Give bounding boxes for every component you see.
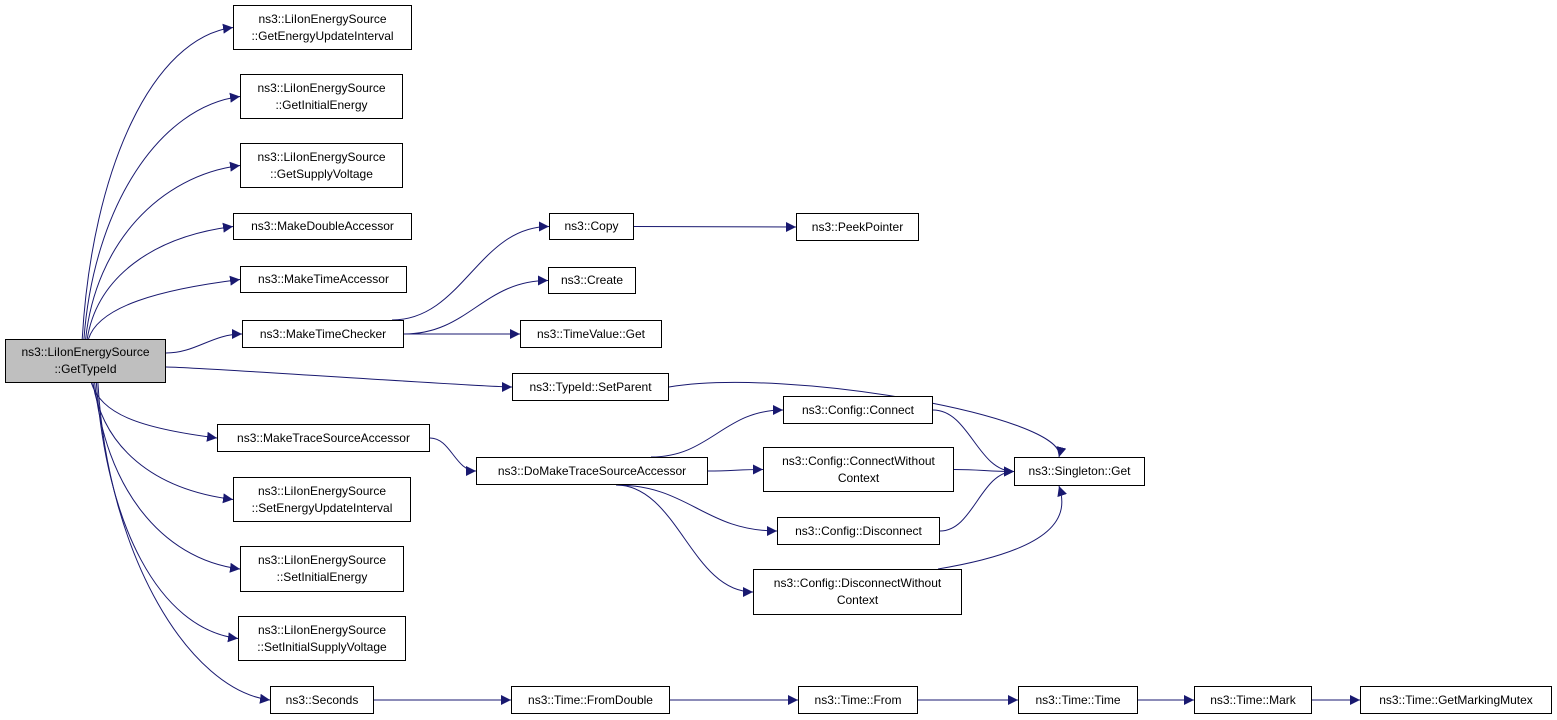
node-label-line: ns3::MakeTimeChecker — [259, 326, 387, 341]
node-copy[interactable]: ns3::Copy — [549, 213, 634, 240]
edge-root-to-get-energy-update-interval — [81, 23, 234, 340]
edge-root-to-make-time-accessor — [88, 275, 241, 340]
node-set-initial-energy[interactable]: ns3::LiIonEnergySource::SetInitialEnergy — [240, 546, 404, 592]
node-label-line: ns3::LiIonEnergySource — [257, 80, 386, 95]
node-label-line: ns3::Time::Mark — [1210, 692, 1296, 707]
node-label-line: ns3::Time::GetMarkingMutex — [1379, 692, 1533, 707]
edge-root-to-set-initial-supply-voltage — [95, 382, 239, 643]
node-label-line: ns3::MakeTraceSourceAccessor — [237, 430, 410, 445]
edge-root-to-typeid-setparent — [165, 366, 513, 392]
node-get-energy-update-interval[interactable]: ns3::LiIonEnergySource::GetEnergyUpdateI… — [233, 5, 412, 50]
node-label-line: ns3::TimeValue::Get — [536, 326, 646, 341]
node-get-initial-energy[interactable]: ns3::LiIonEnergySource::GetInitialEnergy — [240, 74, 403, 119]
node-label-line: ns3::Time::Time — [1035, 692, 1121, 707]
node-label-line: ::SetInitialSupplyVoltage — [257, 639, 387, 654]
node-label-line: ns3::LiIonEnergySource — [257, 483, 387, 498]
node-make-double-accessor[interactable]: ns3::MakeDoubleAccessor — [233, 213, 412, 240]
node-label-line: ns3::Config::DisconnectWithout — [773, 576, 942, 590]
edge-do-make-trace-source-accessor-to-config-connect-without-context — [707, 464, 764, 475]
edge-root-to-make-double-accessor — [86, 222, 234, 340]
edge-root-to-get-supply-voltage — [85, 161, 241, 340]
node-label-line: ns3::Config::Disconnect — [795, 523, 922, 538]
node-label-line: ns3::LiIonEnergySource — [257, 149, 386, 164]
node-label-line: ns3::Config::ConnectWithout — [782, 453, 935, 468]
node-set-initial-supply-voltage[interactable]: ns3::LiIonEnergySource::SetInitialSupply… — [238, 616, 406, 661]
node-label-line: ns3::LiIonEnergySource — [21, 345, 150, 359]
node-label-line: ns3::LiIonEnergySource — [257, 622, 387, 637]
edge-config-disconnect-without-context-to-singleton-get — [937, 485, 1067, 570]
node-make-time-accessor[interactable]: ns3::MakeTimeAccessor — [240, 266, 407, 293]
node-label-line: Context — [837, 470, 880, 485]
node-label-line: ns3::Create — [560, 273, 624, 287]
edge-make-time-checker-to-copy — [391, 221, 550, 321]
edge-root-to-get-initial-energy — [83, 92, 241, 340]
node-label-line: ns3::TypeId::SetParent — [529, 379, 652, 394]
node-create[interactable]: ns3::Create — [548, 267, 636, 294]
edge-root-to-make-trace-source-accessor — [90, 382, 218, 442]
node-root: ns3::LiIonEnergySource::GetTypeId — [5, 339, 166, 383]
node-set-energy-update-interval[interactable]: ns3::LiIonEnergySource::SetEnergyUpdateI… — [233, 477, 411, 522]
node-label-line: ::SetInitialEnergy — [276, 570, 368, 584]
edge-root-to-set-energy-update-interval — [92, 382, 234, 504]
node-label-line: ns3::MakeDoubleAccessor — [251, 219, 394, 233]
node-label-line: ::SetEnergyUpdateInterval — [251, 500, 393, 515]
node-config-connect[interactable]: ns3::Config::Connect — [783, 396, 933, 424]
node-time-mark[interactable]: ns3::Time::Mark — [1194, 686, 1312, 714]
node-typeid-setparent[interactable]: ns3::TypeId::SetParent — [512, 373, 669, 401]
edge-root-to-seconds — [97, 382, 271, 704]
node-label-line: ns3::Copy — [564, 219, 619, 233]
node-config-disconnect[interactable]: ns3::Config::Disconnect — [777, 517, 940, 545]
node-label-line: ns3::DoMakeTraceSourceAccessor — [497, 463, 687, 478]
node-label-line: ns3::PeekPointer — [811, 219, 904, 234]
edge-copy-to-peek-pointer — [633, 221, 797, 232]
node-timevalue-get[interactable]: ns3::TimeValue::Get — [520, 320, 662, 348]
node-time-from[interactable]: ns3::Time::From — [798, 686, 918, 714]
edge-root-to-make-time-checker — [165, 329, 243, 354]
node-do-make-trace-source-accessor[interactable]: ns3::DoMakeTraceSourceAccessor — [476, 457, 708, 485]
node-label-line: ns3::Singleton::Get — [1028, 464, 1131, 478]
node-make-time-checker[interactable]: ns3::MakeTimeChecker — [242, 320, 404, 348]
node-time-fromdouble[interactable]: ns3::Time::FromDouble — [511, 686, 670, 714]
edge-root-to-set-initial-energy — [94, 382, 241, 573]
node-label-line: ns3::Config::Connect — [801, 402, 915, 417]
edge-config-connect-to-singleton-get — [932, 409, 1015, 477]
node-label-line: ns3::MakeTimeAccessor — [258, 272, 389, 286]
edge-make-trace-source-accessor-to-do-make-trace-source-accessor — [429, 437, 477, 476]
edge-do-make-trace-source-accessor-to-config-disconnect-without-context — [615, 484, 754, 597]
edge-make-time-checker-to-create — [403, 275, 549, 335]
node-label-line: ns3::LiIonEnergySource — [258, 11, 387, 26]
node-label-line: ::GetInitialEnergy — [275, 97, 368, 112]
node-label-line: ::GetSupplyVoltage — [270, 166, 373, 181]
node-label-line: ns3::LiIonEnergySource — [257, 553, 387, 567]
node-time-time[interactable]: ns3::Time::Time — [1018, 686, 1138, 714]
node-get-supply-voltage[interactable]: ns3::LiIonEnergySource::GetSupplyVoltage — [240, 143, 403, 188]
node-label-line: Context — [836, 593, 879, 607]
node-make-trace-source-accessor[interactable]: ns3::MakeTraceSourceAccessor — [217, 424, 430, 452]
edge-do-make-trace-source-accessor-to-config-disconnect — [615, 484, 778, 536]
node-peek-pointer[interactable]: ns3::PeekPointer — [796, 213, 919, 241]
node-label-line: ::GetEnergyUpdateInterval — [251, 28, 394, 43]
node-label-line: ns3::Seconds — [285, 692, 359, 707]
node-time-getmarkingmutex[interactable]: ns3::Time::GetMarkingMutex — [1360, 686, 1552, 714]
node-singleton-get[interactable]: ns3::Singleton::Get — [1014, 457, 1145, 486]
node-label-line: ns3::Time::From — [814, 692, 902, 707]
edge-config-disconnect-to-singleton-get — [939, 466, 1015, 532]
node-label-line: ::GetTypeId — [54, 362, 117, 376]
node-label-line: ns3::Time::FromDouble — [528, 692, 653, 707]
edge-do-make-trace-source-accessor-to-config-connect — [650, 405, 784, 458]
node-seconds[interactable]: ns3::Seconds — [270, 686, 374, 714]
